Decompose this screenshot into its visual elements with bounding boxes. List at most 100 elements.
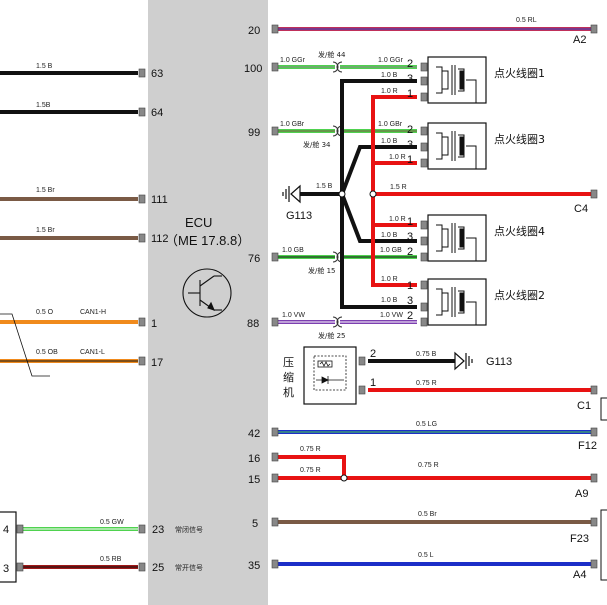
wire-label-112: 1.5 Br [36,227,55,234]
switch-box [0,511,17,583]
coil-name: 点火线圈4 [494,224,545,238]
pin-63: 63 [151,68,163,80]
ignition-coil-2: 2 3 1 点火线圈3 [407,122,545,170]
left-wires: 63 1.5 B 64 1.5B 111 1.5 Br 112 1.5 Br 1… [0,63,203,583]
signal-can1-l: CAN1-L [80,349,105,356]
wire-label-111: 1.5 Br [36,187,55,194]
wire-label-76b: 1.0 GB [380,247,402,254]
wire-label-100b: 1.0 GGr [378,57,404,64]
coil-pin: 2 [407,124,413,136]
coil2-label-r: 1.0 R [381,276,398,283]
end-a2: A2 [573,34,586,46]
pin-100: 100 [244,63,262,75]
compressor-clutch-icon [316,360,344,384]
note-23: 常闭信号 [175,525,203,534]
wire-label-comp-2: 0.75 B [416,351,437,358]
pin-15: 15 [248,474,260,486]
connector-25 [138,562,146,572]
wire-label-88: 1.0 VW [282,312,305,319]
wire-label-17: 0.5 OB [36,349,58,356]
end-f12: F12 [578,440,597,452]
pin-111: 111 [151,194,168,206]
coil2-label-b: 1.0 B [381,297,398,304]
compressor-name-1: 压 [283,356,294,369]
ecu-label: ECU [185,215,212,230]
note-25: 常开信号 [175,563,203,572]
end-f23: F23 [570,533,589,545]
box-pin-4: 4 [3,524,9,536]
connector-111 [138,194,146,204]
coil1-label-r: 1.0 R [381,88,398,95]
pin-88: 88 [247,318,259,330]
coil-pin: 3 [407,295,413,307]
ground-label-top: 1.5 B [316,183,333,190]
wire-label-15: 0.75 R [300,467,321,474]
coil-name: 点火线圈2 [494,288,545,302]
comp-pin-1: 1 [370,377,376,389]
wire-label-63: 1.5 B [36,63,53,70]
ecu-model: （ME 17.8.8） [165,233,250,248]
coil-pin: 2 [407,246,413,258]
ground-g113-top: G113 [286,210,312,222]
coil3-label-b: 1.0 B [381,138,398,145]
pin-99: 99 [248,127,260,139]
wire-16 [278,455,346,478]
wire-label-1: 0.5 O [36,309,54,316]
coil-name: 点火线圈3 [494,132,545,146]
pin-1: 1 [151,318,157,330]
coil-pin: 1 [407,280,413,292]
coil-pin: 2 [407,58,413,70]
compressor-name-2: 缩 [283,371,294,384]
connector-64 [138,107,146,117]
connector-112 [138,233,146,243]
coil4-label-r: 1.0 R [389,216,406,223]
coil4-label-b: 1.0 B [381,232,398,239]
connector-17 [138,356,146,366]
splice-15: 发/舱 15 [308,266,336,275]
box-pin-3: 3 [3,563,9,575]
wire-label-15b: 0.75 R [418,462,439,469]
wire-label-88b: 1.0 VW [380,312,403,319]
coil-pin: 3 [407,73,413,85]
twisted-pair-mark [0,313,50,377]
ecu-band [148,0,268,605]
wire-label-c4: 1.5 R [390,184,407,191]
ground-g113-top-icon [282,184,301,204]
coil-pin: 3 [407,231,413,243]
coil-pin: 3 [407,139,413,151]
wire-label-20: 0.5 RL [516,17,537,24]
wire-label-5: 0.5 Br [418,511,437,518]
ground-g113-bottom-icon [454,351,473,371]
splice-44: 发/舱 44 [318,50,346,59]
wire-label-16: 0.75 R [300,446,321,453]
signal-can1-h: CAN1-H [80,309,106,316]
pin-5: 5 [252,518,258,530]
wire-label-76: 1.0 GB [282,247,304,254]
coil-icon [436,287,477,325]
coil-pin: 1 [407,154,413,166]
wire-label-100: 1.0 GGr [280,57,306,64]
wire-label-42: 0.5 LG [416,421,437,428]
wire-label-64: 1.5B [36,102,51,109]
transistor-icon [182,268,232,318]
wire-label-99b: 1.0 GBr [378,121,403,128]
pin-17: 17 [151,357,163,369]
splice-34: 发/舱 34 [303,140,331,149]
coil-pin: 1 [407,88,413,100]
end-a9: A9 [575,488,588,500]
comp-pin-2: 2 [370,348,376,360]
pin-64: 64 [151,107,163,119]
pin-25: 25 [152,562,164,574]
end-c1: C1 [577,400,591,412]
pin-16: 16 [248,453,260,465]
pin-20: 20 [248,25,260,37]
wire-label-23: 0.5 GW [100,519,124,526]
ignition-coil-3: 1 3 2 点火线圈4 [407,214,545,262]
wire-label-99: 1.0 GBr [280,121,305,128]
coil-pin: 1 [407,216,413,228]
wire-label-25: 0.5 RB [100,556,122,563]
end-a4: A4 [573,569,586,581]
